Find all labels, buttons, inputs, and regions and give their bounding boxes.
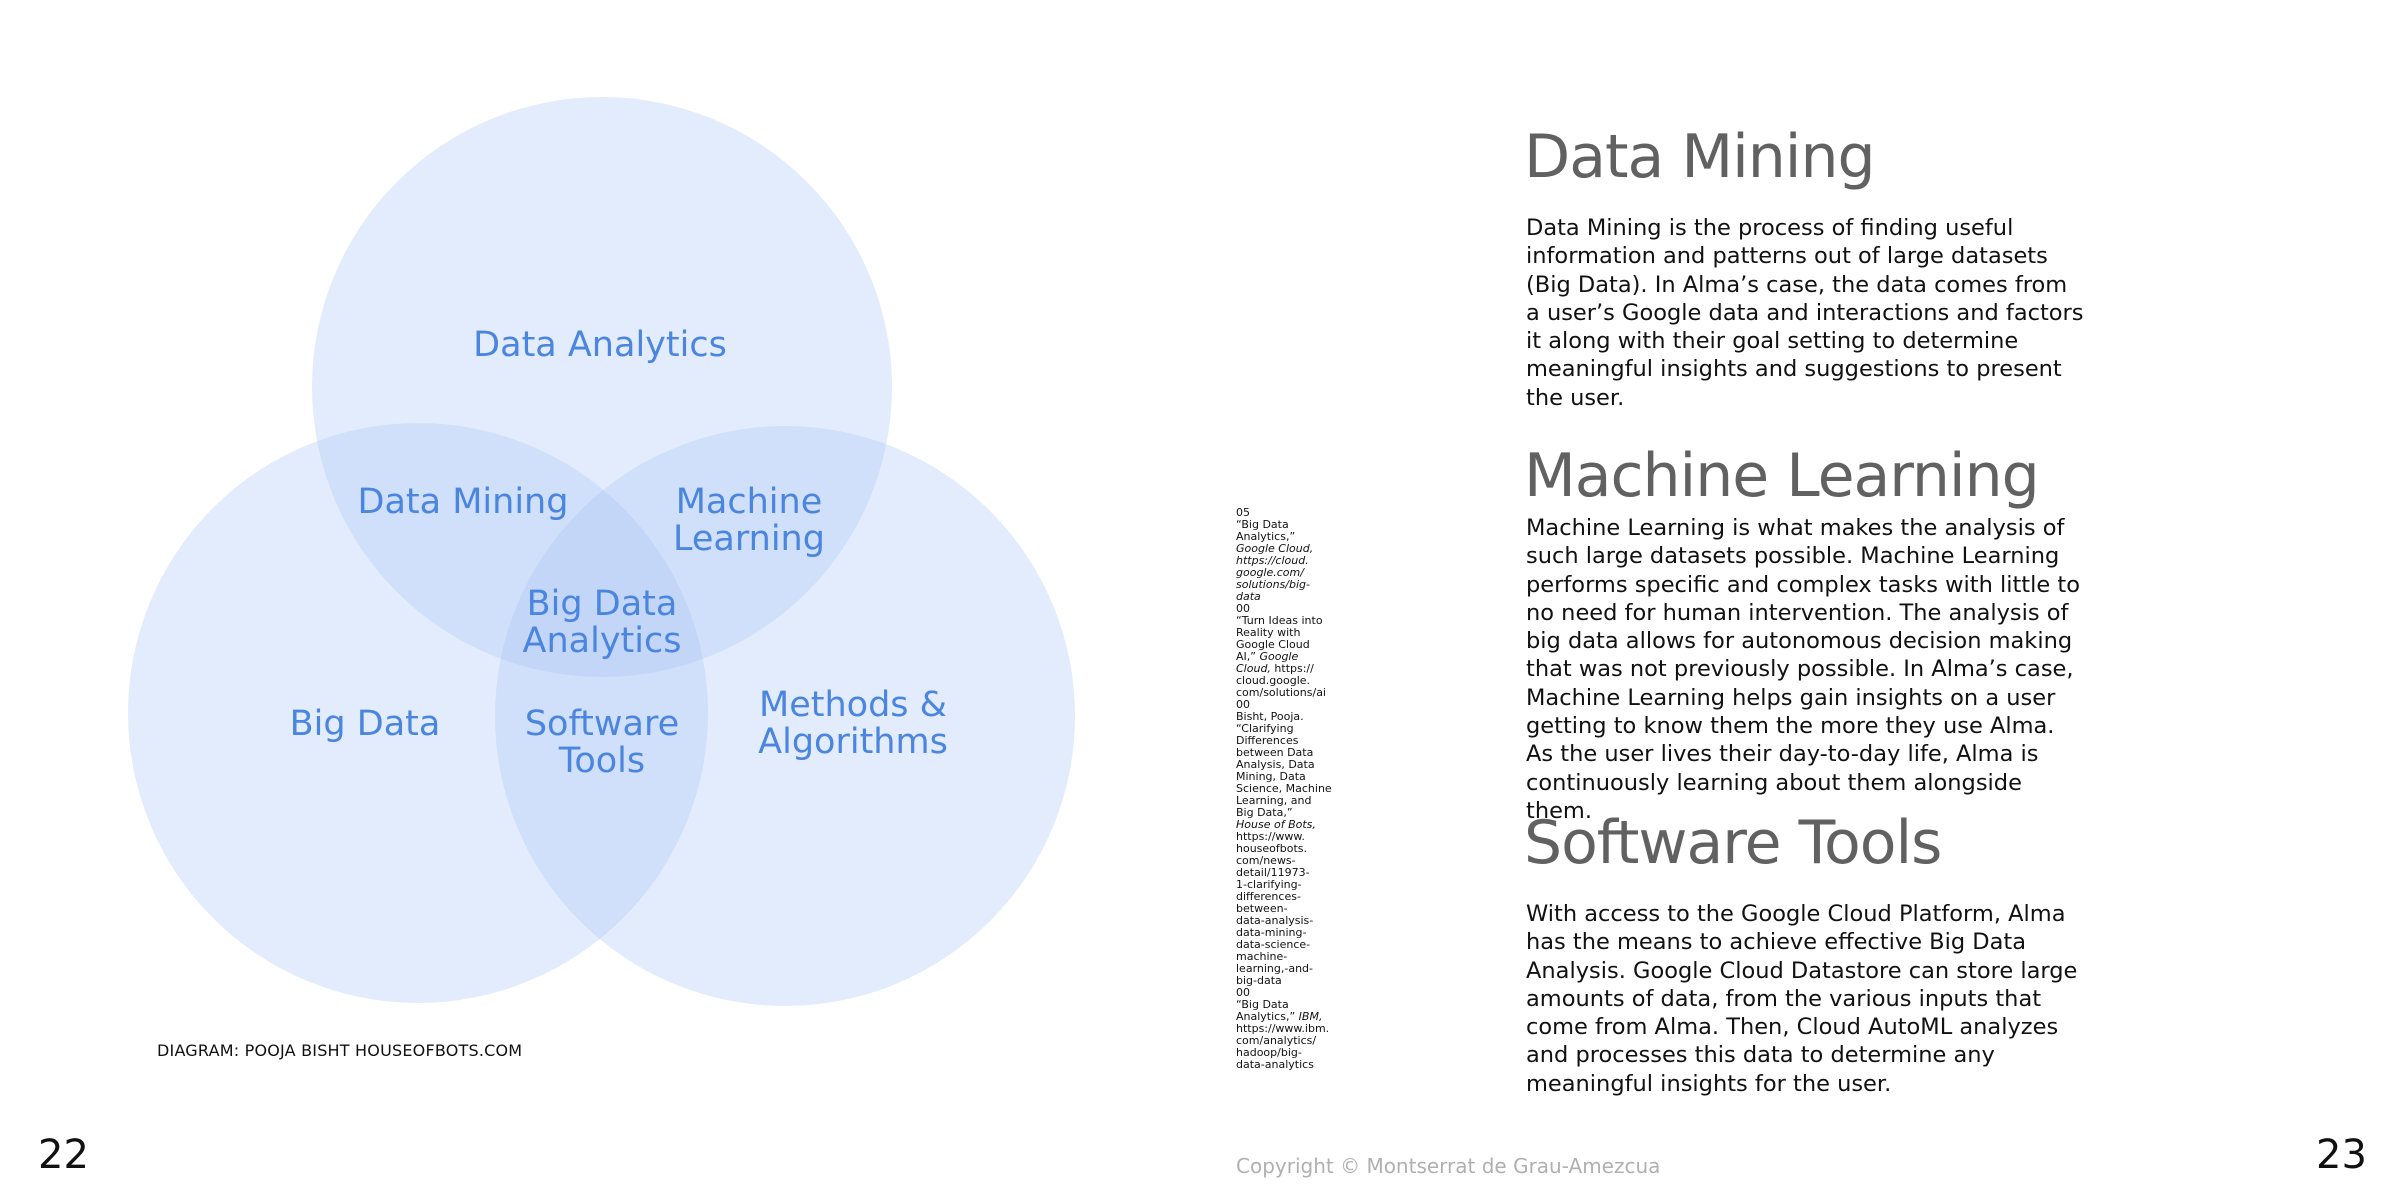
heading-machine-learning: Machine Learning [1524,441,2040,511]
copyright-notice: Copyright © Montserrat de Grau-Amezcua [1236,1154,1661,1178]
footnote-run: House of Bots, [1236,818,1316,831]
label-machine-learning: Machine Learning [673,482,825,559]
body-data-mining: Data Mining is the process of finding us… [1526,215,2084,411]
page-number-left: 22 [38,1132,89,1178]
footnote-run: Google Cloud, https://cloud. google.com/… [1236,542,1314,603]
circle-big-data [128,423,708,1003]
footnote-run: 05 “Big Data Analytics,” [1236,506,1296,543]
diagram-caption: DIAGRAM: POOJA BISHT HOUSEOFBOTS.COM [157,1041,523,1060]
label-data-analytics: Data Analytics [473,325,727,365]
circle-methods-algorithms [495,426,1075,1006]
footnote-run: https://www.ibm. com/analytics/ hadoop/b… [1236,1022,1330,1071]
label-big-data: Big Data [289,704,441,744]
footnotes: 05 “Big Data Analytics,” Google Cloud, h… [1236,507,1356,1071]
body-machine-learning: Machine Learning is what makes the analy… [1526,515,2080,824]
label-methods-algorithms: Methods & Algorithms [758,685,948,762]
footnote-run: Google Cloud, [1236,650,1299,675]
footnote-run: https:// cloud.google. com/solutions/ai … [1236,662,1332,819]
label-software-tools: Software Tools [524,704,680,781]
footnote-run: IBM, [1298,1010,1323,1023]
heading-software-tools: Software Tools [1524,808,1942,878]
label-big-data-analytics: Big Data Analytics [522,584,682,661]
heading-data-mining: Data Mining [1524,122,1876,192]
page-number-right: 23 [2316,1132,2367,1178]
venn-diagram: Data Analytics Data Mining Machine Learn… [128,97,1075,1060]
circle-data-analytics [312,97,892,677]
venn-circles [128,97,1075,1006]
footnote-run: 00 “Turn Ideas into Reality with Google … [1236,602,1323,663]
body-software-tools: With access to the Google Cloud Platform… [1526,901,2078,1097]
label-data-mining: Data Mining [357,482,569,522]
footnote-run: https://www. houseofbots. com/news- deta… [1236,830,1314,1023]
